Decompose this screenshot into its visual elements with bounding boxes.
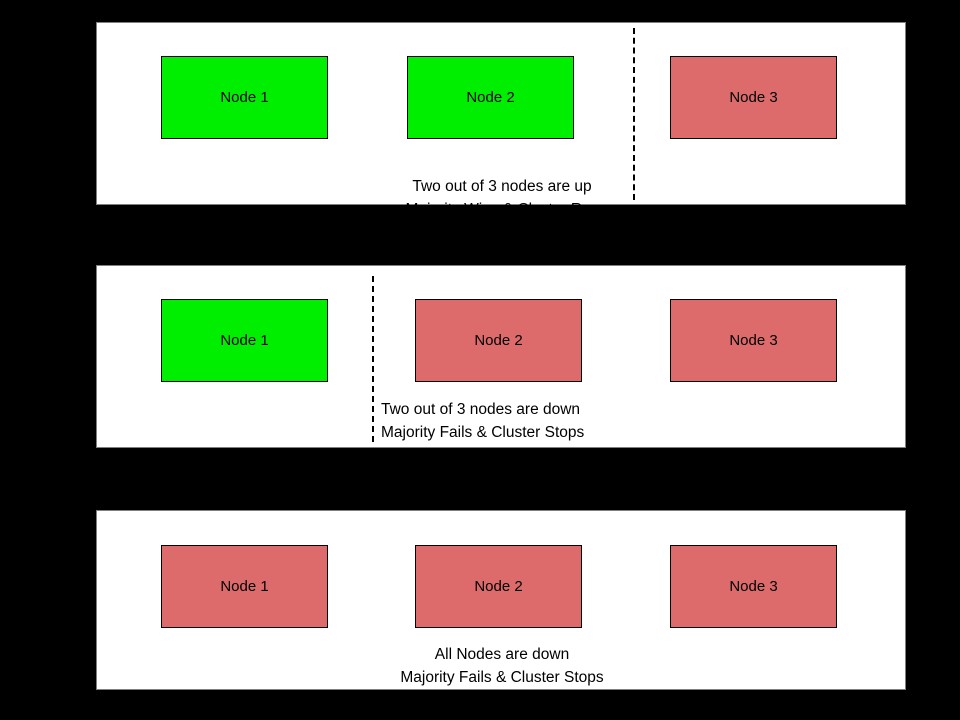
- quorum-divider-line: [372, 276, 374, 442]
- panel-majority-fails-two-down: Node 1 Node 2 Node 3 Two out of 3 nodes …: [96, 265, 906, 448]
- caption-line-1: All Nodes are down: [434, 646, 570, 663]
- node-label: Node 3: [729, 332, 778, 349]
- node-box-1-1: Node 1: [161, 56, 328, 139]
- node-label: Node 1: [220, 332, 269, 349]
- caption-line-2: Majority Fails & Cluster Stops: [381, 424, 585, 441]
- node-label: Node 2: [466, 89, 515, 106]
- node-box-2-1: Node 1: [161, 299, 328, 382]
- caption-line-1: Two out of 3 nodes are up: [412, 178, 592, 195]
- node-label: Node 1: [220, 578, 269, 595]
- node-box-3-1: Node 1: [161, 545, 328, 628]
- caption-line-2: Majority Fails & Cluster Stops: [400, 669, 604, 686]
- caption-line-1: Two out of 3 nodes are down: [381, 401, 581, 418]
- panel-all-down: Node 1 Node 2 Node 3 All Nodes are down …: [96, 510, 906, 690]
- panel-caption: All Nodes are down Majority Fails & Clus…: [277, 643, 727, 689]
- node-label: Node 3: [729, 578, 778, 595]
- node-label: Node 2: [474, 332, 523, 349]
- node-label: Node 1: [220, 89, 269, 106]
- node-box-2-3: Node 3: [670, 299, 837, 382]
- node-box-1-2: Node 2: [407, 56, 574, 139]
- node-label: Node 3: [729, 89, 778, 106]
- panel-caption: Two out of 3 nodes are up , Majority Win…: [277, 175, 727, 221]
- node-box-2-2: Node 2: [415, 299, 582, 382]
- node-label: Node 2: [474, 578, 523, 595]
- quorum-divider-line: [633, 28, 635, 200]
- node-box-3-2: Node 2: [415, 545, 582, 628]
- caption-line-2: , Majority Wins & Cluster Runs: [396, 201, 608, 218]
- panel-caption: Two out of 3 nodes are down Majority Fai…: [381, 398, 801, 444]
- node-box-1-3: Node 3: [670, 56, 837, 139]
- node-box-3-3: Node 3: [670, 545, 837, 628]
- panel-majority-wins: Node 1 Node 2 Node 3 Two out of 3 nodes …: [96, 22, 906, 218]
